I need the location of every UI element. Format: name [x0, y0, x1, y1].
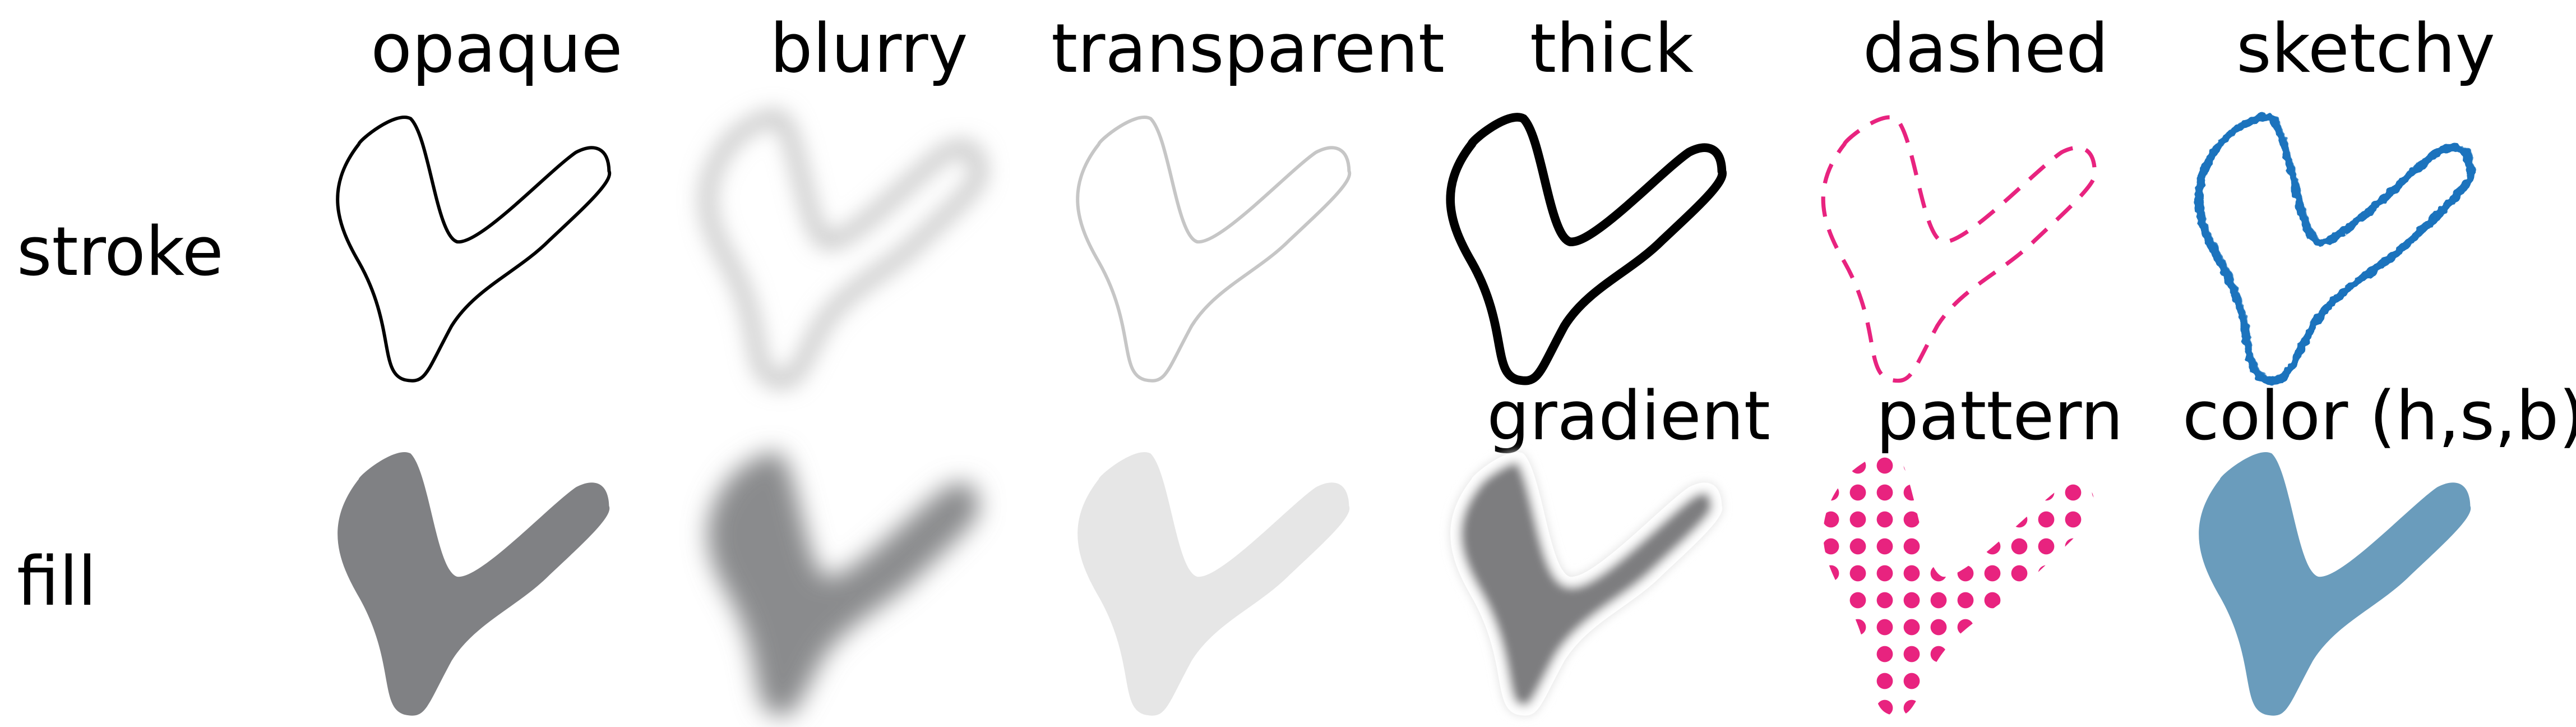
stroke-transparent-shape — [1077, 117, 1349, 381]
header-sketchy: sketchy — [2236, 10, 2495, 88]
stroke-blurry-shape — [707, 117, 979, 381]
header-blurry: blurry — [770, 10, 968, 88]
header-color-hsb: color (h,s,b) — [2182, 378, 2576, 455]
header-gradient: gradient — [1487, 378, 1770, 455]
fill-transparent-shape — [1077, 452, 1350, 716]
header-thick: thick — [1530, 10, 1694, 88]
stroke-opaque-shape — [337, 117, 609, 381]
stroke-dashed-shape — [1823, 117, 2095, 381]
fill-gradient-shape — [1450, 452, 1722, 716]
header-transparent: transparent — [1051, 10, 1445, 88]
fill-pattern-shape — [1823, 452, 2096, 716]
row-label-stroke: stroke — [17, 213, 224, 291]
stroke-sketchy-shape — [2199, 115, 2476, 380]
header-opaque: opaque — [371, 10, 622, 88]
header-pattern: pattern — [1876, 378, 2124, 455]
fill-color-shape — [2199, 452, 2471, 716]
row-label-fill: fill — [17, 543, 96, 621]
fill-blurry-shape — [707, 452, 980, 716]
header-dashed: dashed — [1863, 10, 2108, 88]
stroke-thick-shape — [1450, 117, 1722, 381]
fill-opaque-shape — [337, 452, 610, 716]
